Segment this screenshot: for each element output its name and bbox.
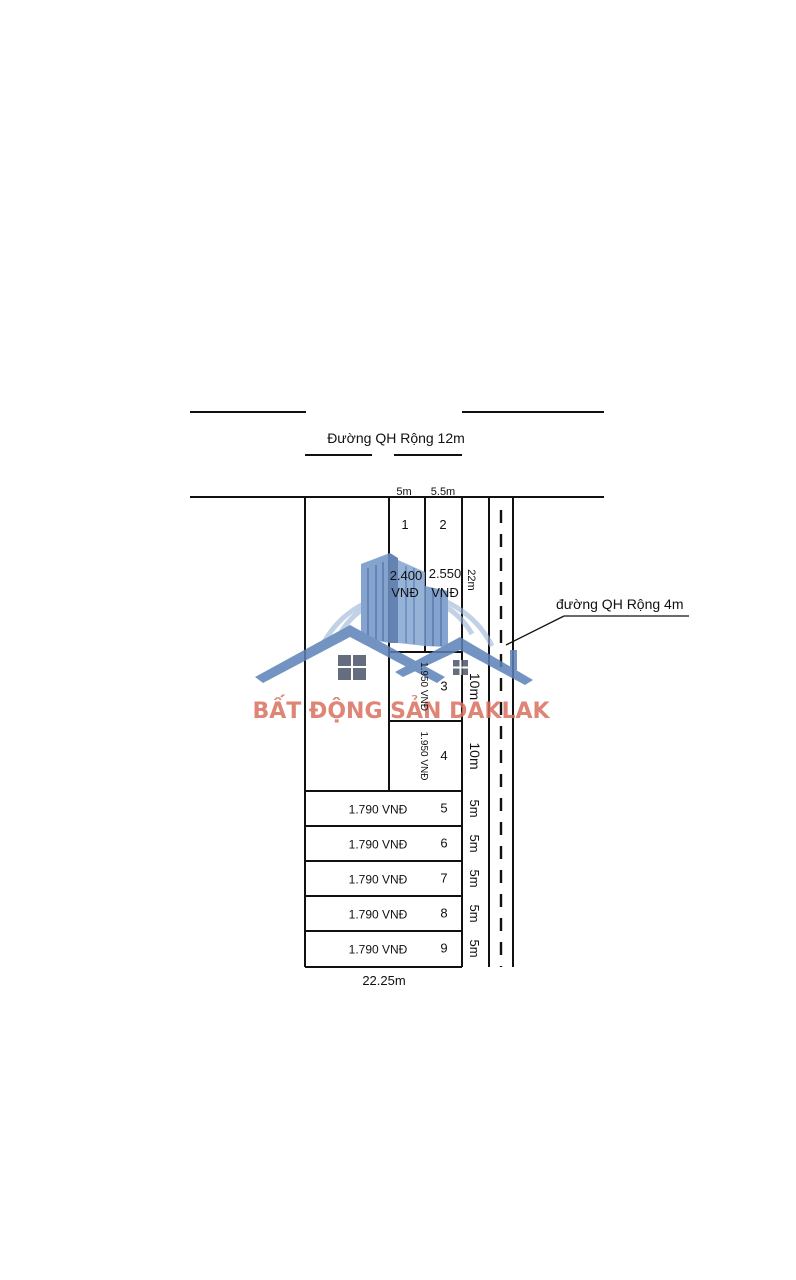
side-road: đường QH Rộng 4m (488, 497, 689, 967)
lot-7-number: 7 (440, 871, 447, 886)
lot2-width-label: 5.5m (431, 486, 455, 498)
parcel-outline (304, 497, 463, 968)
lot-5-frontage: 5m (467, 799, 482, 817)
lot-7-price: 1.790 VNĐ (349, 873, 408, 887)
lot-4-frontage: 10m (467, 742, 483, 769)
watermark-roof-icon (255, 625, 533, 685)
lot-1-currency: VNĐ (391, 585, 418, 600)
watermark-logo: BẤT ĐỘNG SẢN DAKLAK (252, 553, 550, 724)
lot-8-number: 8 (440, 906, 447, 921)
side-road-leader-diagonal (505, 615, 565, 646)
lot-3-frontage: 10m (467, 673, 483, 700)
lot-3-number: 3 (440, 679, 447, 694)
lot-4-price: 1.950 VNĐ (418, 732, 429, 781)
lot-8-price: 1.790 VNĐ (349, 908, 408, 922)
lot-9-frontage: 5m (467, 939, 482, 957)
main-road-label: Đường QH Rộng 12m (327, 430, 465, 446)
lot-5-number: 5 (440, 801, 447, 816)
lot-5-price: 1.790 VNĐ (349, 803, 408, 817)
depth-label: 22m (465, 569, 477, 590)
lot-1-price: 2.400 (390, 568, 423, 583)
lot-3-price: 1.950 VNĐ (418, 662, 429, 711)
lot1-width-label: 5m (396, 486, 411, 498)
lot-6-number: 6 (440, 836, 447, 851)
lot-6-frontage: 5m (467, 834, 482, 852)
lot-7-frontage: 5m (467, 869, 482, 887)
lot-4-number: 4 (440, 748, 447, 763)
bottom-width-label: 22.25m (362, 973, 405, 988)
lot-2-currency: VNĐ (431, 585, 458, 600)
lot-6-price: 1.790 VNĐ (349, 838, 408, 852)
lot-9-price: 1.790 VNĐ (349, 943, 408, 957)
main-road: Đường QH Rộng 12m (190, 411, 604, 498)
watermark-text: BẤT ĐỘNG SẢN DAKLAK (252, 695, 550, 724)
watermark-building-icon (361, 553, 448, 647)
side-road-label: đường QH Rộng 4m (556, 596, 684, 612)
lot-2-number: 2 (439, 517, 446, 532)
lot-9-number: 9 (440, 941, 447, 956)
lot-8-frontage: 5m (467, 904, 482, 922)
lot-1-number: 1 (401, 517, 408, 532)
lot-2-price: 2.550 (429, 566, 462, 581)
